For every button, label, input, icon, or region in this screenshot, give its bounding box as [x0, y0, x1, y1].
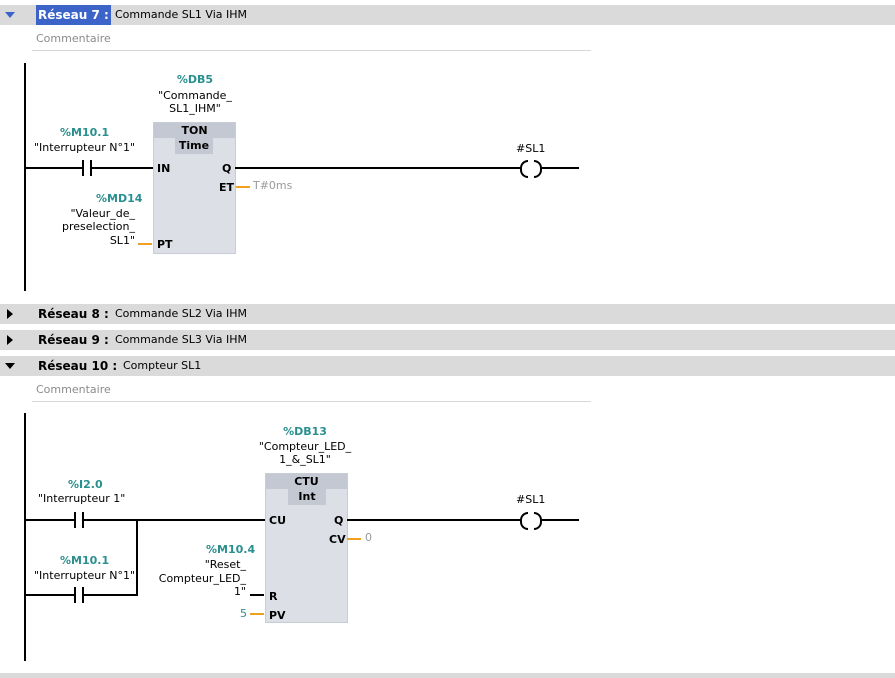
- pt-name-line3[interactable]: SL1": [109, 234, 135, 247]
- db-name-line1[interactable]: "Compteur_LED_: [258, 440, 352, 453]
- r-address: %M10.4: [206, 543, 256, 556]
- chevron-down-icon[interactable]: [4, 5, 18, 25]
- wire: [542, 519, 579, 521]
- r-wire: [250, 594, 264, 596]
- wire: [542, 167, 579, 169]
- network-8-title[interactable]: Réseau 8 :: [38, 307, 109, 321]
- block-subtype[interactable]: Int: [288, 489, 326, 505]
- wire: [92, 167, 154, 169]
- normally-open-contact[interactable]: [74, 587, 84, 603]
- chevron-right-icon[interactable]: [4, 330, 18, 350]
- coil-name[interactable]: #SL1: [516, 142, 546, 155]
- cv-wire: [347, 538, 361, 540]
- network-10-description[interactable]: Compteur SL1: [123, 359, 202, 372]
- network-10-comment[interactable]: Commentaire: [32, 379, 591, 402]
- contact1-name[interactable]: "Interrupteur 1": [38, 492, 126, 505]
- parallel-branch-wire: [136, 519, 138, 596]
- left-power-rail: [24, 413, 26, 661]
- r-name-line3[interactable]: 1": [233, 585, 246, 598]
- wire: [26, 594, 74, 596]
- pt-name-line2[interactable]: preselection_: [62, 220, 135, 233]
- normally-open-contact[interactable]: [82, 160, 92, 176]
- pin-pt: PT: [157, 238, 173, 251]
- contact-name[interactable]: "Interrupteur N°1": [34, 141, 136, 154]
- pin-r: R: [269, 590, 278, 603]
- coil-icon[interactable]: [520, 160, 542, 178]
- pin-pv: PV: [269, 609, 286, 622]
- et-value[interactable]: T#0ms: [253, 179, 293, 192]
- db-address: %DB5: [176, 73, 214, 86]
- wire: [26, 167, 82, 169]
- network-9-header[interactable]: Réseau 9 : Commande SL3 Via IHM: [0, 330, 895, 350]
- network-9-title[interactable]: Réseau 9 :: [38, 333, 109, 347]
- network-7-description[interactable]: Commande SL1 Via IHM: [115, 8, 247, 21]
- coil-name[interactable]: #SL1: [516, 493, 546, 506]
- r-name-line2[interactable]: Compteur_LED_: [158, 572, 246, 585]
- normally-open-contact[interactable]: [74, 512, 84, 528]
- contact-address: %M10.1: [60, 126, 110, 139]
- network-7-title[interactable]: Réseau 7 :: [36, 5, 111, 25]
- contact1-address: %I2.0: [68, 478, 103, 491]
- network-8-header[interactable]: Réseau 8 : Commande SL2 Via IHM: [0, 304, 895, 324]
- network-10-title[interactable]: Réseau 10 :: [38, 359, 118, 373]
- chevron-down-icon[interactable]: [4, 356, 18, 376]
- wire: [84, 519, 266, 521]
- block-type: TON: [154, 123, 235, 138]
- wire: [26, 519, 74, 521]
- r-name-line1[interactable]: "Reset_: [204, 558, 246, 571]
- coil-icon[interactable]: [520, 512, 542, 530]
- pin-cv: CV: [329, 533, 346, 546]
- db-name-line2[interactable]: SL1_IHM": [169, 102, 221, 115]
- pin-et: ET: [219, 181, 235, 194]
- pv-value[interactable]: 5: [240, 607, 247, 620]
- pt-wire: [138, 243, 152, 245]
- pin-cu: CU: [269, 514, 287, 527]
- wire: [347, 519, 520, 521]
- pin-q: Q: [222, 162, 232, 175]
- block-type: CTU: [266, 474, 347, 489]
- contact2-name[interactable]: "Interrupteur N°1": [34, 569, 136, 582]
- left-power-rail: [24, 63, 26, 291]
- contact2-address: %M10.1: [60, 554, 110, 567]
- wire: [84, 594, 138, 596]
- next-network-header[interactable]: [0, 673, 895, 678]
- network-10-header[interactable]: Réseau 10 : Compteur SL1: [0, 356, 895, 376]
- pin-in: IN: [157, 162, 171, 175]
- network-7-header[interactable]: Réseau 7 : Commande SL1 Via IHM: [0, 5, 895, 25]
- wire: [235, 167, 520, 169]
- block-subtype[interactable]: Time: [175, 138, 213, 154]
- chevron-right-icon[interactable]: [4, 304, 18, 324]
- et-wire: [236, 186, 250, 188]
- pt-name-line1[interactable]: "Valeur_de_: [70, 207, 135, 220]
- network-9-description[interactable]: Commande SL3 Via IHM: [115, 333, 247, 346]
- db-name-line2[interactable]: 1_&_SL1": [279, 453, 331, 466]
- db-name-line1[interactable]: "Commande_: [158, 89, 232, 102]
- pv-wire: [250, 613, 264, 615]
- db-address: %DB13: [283, 425, 327, 438]
- cv-value[interactable]: 0: [365, 531, 372, 544]
- pt-address: %MD14: [96, 192, 143, 205]
- network-8-description[interactable]: Commande SL2 Via IHM: [115, 307, 247, 320]
- pin-q: Q: [334, 514, 344, 527]
- network-7-comment[interactable]: Commentaire: [32, 28, 591, 51]
